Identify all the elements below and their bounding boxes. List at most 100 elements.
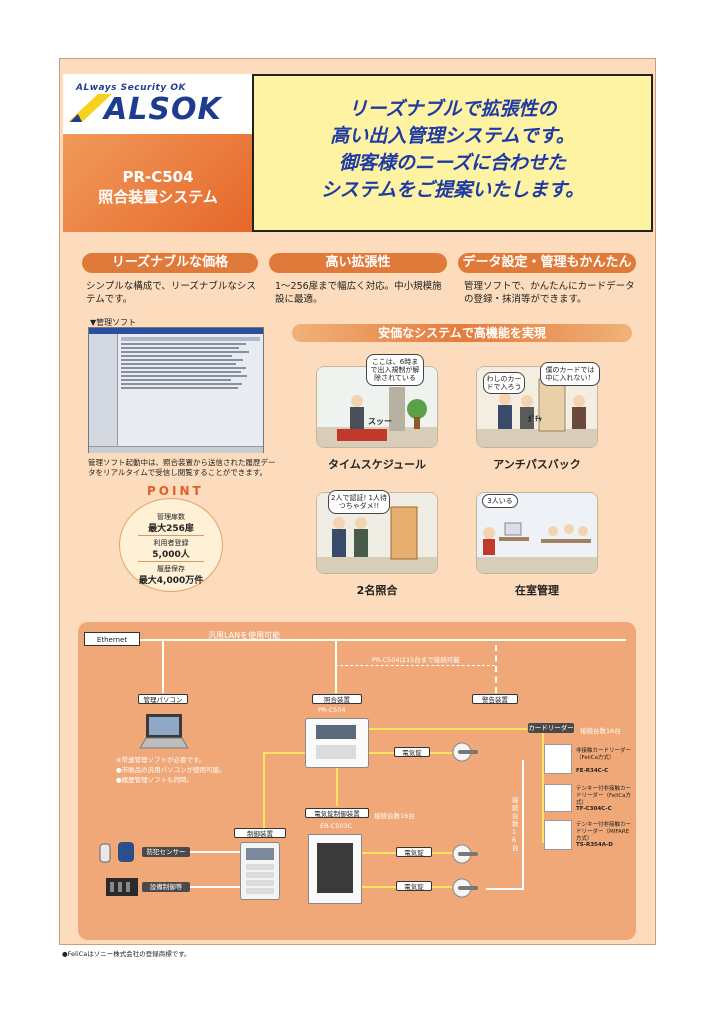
- card-reader-label: カードリーダー: [528, 723, 574, 733]
- point-title: POINT: [147, 484, 204, 498]
- point-value-history: 最大4,000万件: [138, 576, 204, 586]
- headline-line-3: 御客様のニーズに合わせた: [338, 152, 567, 174]
- sound-effect-text: スッー: [368, 417, 392, 426]
- software-caption: 管理ソフト起動中は、照合装置から送信された履歴データをリアルタイムで受信し閲覧す…: [88, 458, 276, 477]
- bubble-two-person: 2人で認証! 1人待つちゃダメ!!: [328, 490, 390, 514]
- feature-tab-price: リーズナブルな価格: [82, 253, 258, 273]
- headline-line-1: リーズナブルで拡張性の: [348, 98, 557, 120]
- lock-controller-note: 接続台数16台: [374, 812, 415, 820]
- card-reader-device: [544, 820, 572, 850]
- lock-label-2: 電気錠: [396, 847, 432, 857]
- equipment-label: 設備制御等: [142, 882, 190, 892]
- reader-model-2: TF-C304C-C: [576, 806, 612, 812]
- sensor-icon: [99, 842, 134, 863]
- caption-room-occupancy: 在室管理: [515, 584, 559, 597]
- door-handle-icon: [452, 844, 478, 864]
- feature-desc-scalability: 1～256扉まで幅広く対応。中小規模施設に最適。: [275, 281, 442, 305]
- card-reader-device: [544, 784, 572, 812]
- caption-anti-passback: アンチパスバック: [493, 458, 581, 471]
- product-model: PR-C504: [122, 168, 194, 186]
- feature-tab-scalability: 高い拡張性: [269, 253, 447, 273]
- connector-line: [432, 852, 452, 854]
- connector-line: [190, 886, 240, 888]
- caption-time-schedule: タイムスケジュール: [327, 458, 426, 471]
- logo-slash-icon: [68, 94, 112, 122]
- point-circle: [119, 498, 223, 592]
- pc-note-1: ※常速管理ソフトが必要です。: [116, 756, 206, 764]
- connector-line: [369, 728, 527, 730]
- software-screenshot: [88, 327, 264, 453]
- connector-line: [430, 752, 452, 754]
- lan-label: 汎用LANを使用可能: [208, 631, 281, 640]
- illustration-room-occupancy: [476, 492, 598, 574]
- vertical-note: 接続台数16台: [512, 796, 519, 852]
- lock-label-3: 電気錠: [396, 881, 432, 891]
- connector-line: [362, 886, 396, 888]
- door-handle-icon: [452, 878, 478, 898]
- controller-device: [305, 718, 369, 768]
- control-label: 制御装置: [234, 828, 286, 838]
- control-device: [240, 842, 280, 900]
- bubble-anti-passback: 僕のカードでは中に入れない！: [540, 362, 600, 386]
- lan-note: PR-C504は15台まで接続可能: [372, 656, 460, 664]
- connector-line: [369, 752, 394, 754]
- feature-banner-text: 安価なシステムで高機能を実現: [378, 326, 546, 340]
- connector-line-dashed: [335, 665, 495, 668]
- door-handle-icon: [452, 742, 478, 762]
- bubble-anti-passback-2: わしのカードで入ろう: [483, 372, 525, 394]
- reader-name-2: テンキー付非接触カードリーダー（FeliCa方式）: [576, 786, 632, 806]
- ethernet-tab: Ethernet: [84, 632, 140, 646]
- headline-line-4: システムをご提案いたします。: [320, 179, 585, 201]
- feature-banner: [292, 324, 632, 342]
- point-divider: [138, 561, 204, 562]
- door-sound-text: ｶﾞﾁｬ: [528, 415, 542, 423]
- connector-line: [263, 752, 305, 754]
- connector-line: [335, 641, 337, 693]
- bubble-time-schedule: ここは、6時まで出入規制が解除されている: [366, 354, 424, 386]
- card-reader-note: 接続台数16台: [580, 727, 621, 735]
- pc-note-2: ●市販品の汎用パソコンが使用可能。: [116, 766, 226, 774]
- bubble-room-occupancy: 3人いる: [482, 494, 518, 508]
- reader-model-3: TS-R354A-D: [576, 842, 613, 848]
- lock-controller-label: 電気錠制御装置: [305, 808, 369, 818]
- connector-line: [336, 768, 338, 806]
- connector-line: [263, 752, 265, 832]
- laptop-icon: [140, 714, 188, 749]
- ethernet-line: [140, 639, 626, 641]
- controller-model: PR-C504: [318, 706, 346, 714]
- brand-logo-text: ALSOK: [104, 92, 222, 127]
- model-box: [63, 134, 253, 232]
- brand-tagline: ALways Security OK: [76, 83, 186, 93]
- feature-desc-price: シンプルな構成で、リーズナブルなシステムです。: [86, 281, 256, 305]
- product-name: 照合装置システム: [98, 188, 218, 206]
- connector-line: [542, 733, 544, 843]
- point-divider: [138, 535, 204, 536]
- footer-note: ●FeliCaはソニー株式会社の登録商標です。: [62, 950, 191, 958]
- connector-line: [486, 888, 524, 890]
- headline-line-2: 高い出入管理システムです。: [330, 125, 575, 147]
- headline-box: [252, 74, 653, 232]
- point-value-doors: 最大256扉: [148, 524, 194, 534]
- pc-note-3: ●履歴管理ソフトも同時。: [116, 776, 194, 784]
- point-label-history: 履歴保存: [157, 565, 185, 573]
- reader-name-1: 非接触カードリーダー（FeliCa方式）: [576, 748, 632, 761]
- card-reader-device: [544, 744, 572, 774]
- caption-two-person: 2名照合: [356, 584, 398, 597]
- connector-line: [190, 851, 240, 853]
- feature-desc-management: 管理ソフトで、かんたんにカードデータの登録・抹消等ができます。: [464, 281, 635, 305]
- alarm-label: 警告装置: [472, 694, 518, 704]
- reader-model-1: FE-R34C-C: [576, 768, 609, 774]
- sensor-label: 防犯センサー: [142, 847, 190, 857]
- controller-label: 照合装置: [312, 694, 362, 704]
- connector-line: [522, 760, 524, 890]
- lock-controller-device: [308, 834, 362, 904]
- reader-name-3: テンキー付非接触カードリーダー（MIFARE方式）: [576, 822, 632, 842]
- lock-controller-model: ER-C503C: [320, 822, 353, 830]
- connector-line: [432, 886, 452, 888]
- connector-line: [162, 641, 164, 693]
- software-label: ▼管理ソフト: [90, 318, 137, 327]
- equipment-icon: [106, 878, 138, 896]
- pc-label: 管理パソコン: [138, 694, 188, 704]
- connector-line: [362, 852, 396, 854]
- lock-label: 電気錠: [394, 747, 430, 757]
